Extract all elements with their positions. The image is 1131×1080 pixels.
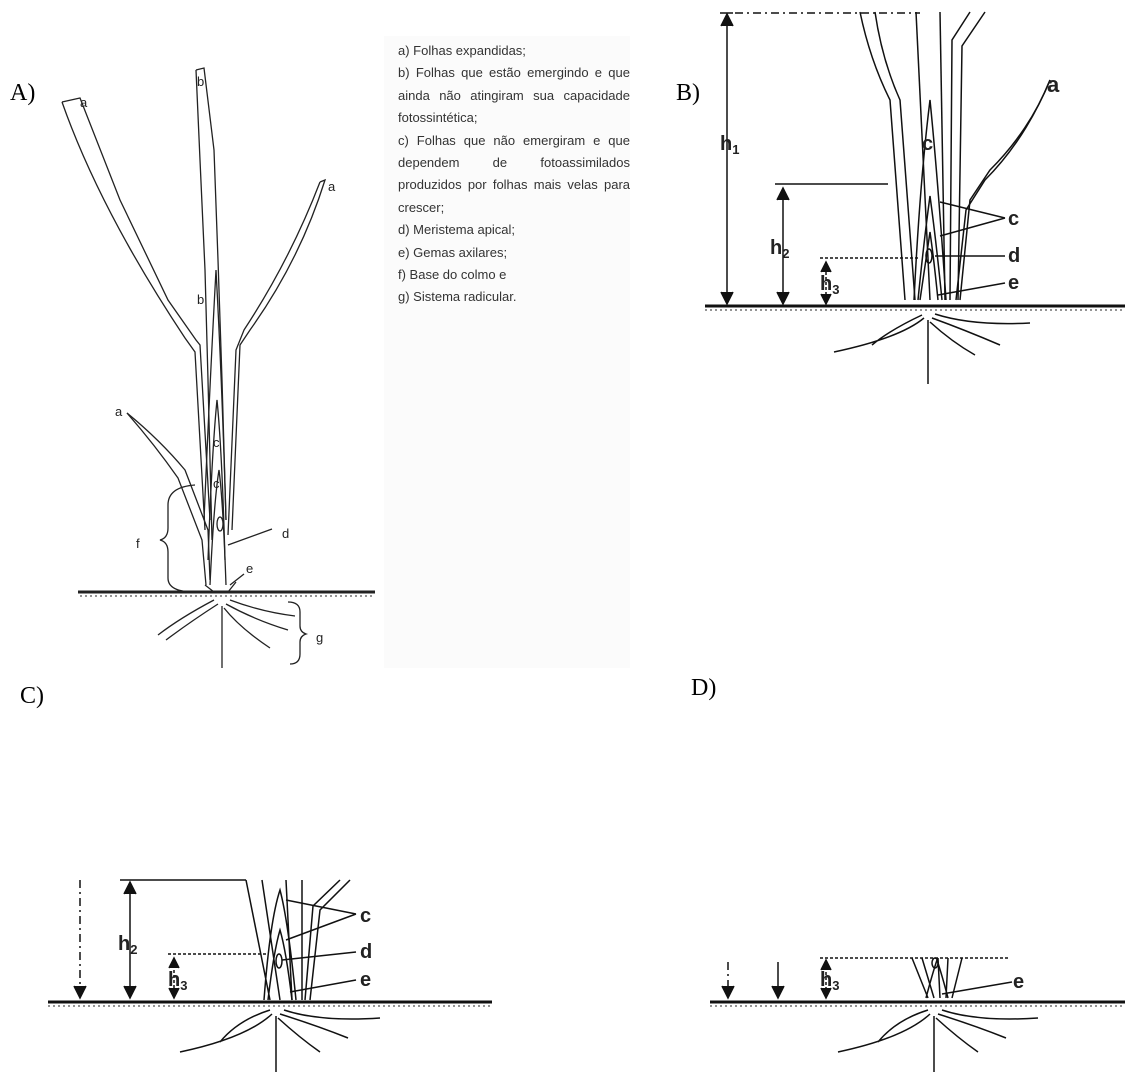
- legend: a) Folhas expandidas; b) Folhas que estã…: [398, 40, 630, 309]
- d-label-e: e: [1013, 971, 1024, 993]
- plant-label-b-1: b: [197, 74, 204, 89]
- legend-item-c: c) Folhas que não emergiram e que depend…: [398, 130, 630, 220]
- c-label-e: e: [360, 969, 371, 991]
- b-label-h1: h1: [720, 133, 739, 157]
- plant-label-f: f: [136, 536, 140, 551]
- defoliation-h1-diagram: a c c d e h1 h2 h3: [695, 0, 1131, 380]
- b-label-d: d: [1008, 245, 1020, 267]
- plant-label-e: e: [246, 561, 253, 576]
- brace-g: [288, 602, 306, 664]
- plant-label-b-2: b: [197, 292, 204, 307]
- plant-label-a-2: a: [328, 179, 336, 194]
- b-label-c-1: c: [922, 133, 933, 155]
- b-label-a: a: [1047, 72, 1060, 97]
- b-label-h3: h3: [820, 273, 839, 297]
- plant-label-g: g: [316, 630, 323, 645]
- d-label-h3: h3: [820, 969, 839, 993]
- legend-item-d: d) Meristema apical;: [398, 219, 630, 241]
- c-label-d: d: [360, 941, 372, 963]
- legend-item-f: f) Base do colmo e: [398, 264, 630, 286]
- defoliation-h2-diagram: c d e h2 h3: [40, 874, 500, 1074]
- plant-label-a-1: a: [80, 95, 88, 110]
- legend-item-g: g) Sistema radicular.: [398, 286, 630, 308]
- defoliation-h3-diagram: e h3: [705, 936, 1125, 1076]
- c-label-h2: h2: [118, 933, 137, 957]
- roots: [158, 600, 295, 668]
- c-label-c: c: [360, 905, 371, 927]
- legend-item-e: e) Gemas axilares;: [398, 242, 630, 264]
- panel-label-c: C): [20, 683, 44, 710]
- legend-item-b: b) Folhas que estão emergindo e que aind…: [398, 62, 630, 129]
- apical-meristem: [217, 517, 223, 531]
- grass-plant-diagram: a b a b a c c d e f g: [0, 60, 380, 680]
- plant-label-a-3: a: [115, 404, 123, 419]
- leaf-a-right: [232, 180, 325, 530]
- c-label-h3: h3: [168, 969, 187, 993]
- legend-item-a: a) Folhas expandidas;: [398, 40, 630, 62]
- brace-f: [160, 485, 195, 592]
- b-label-e: e: [1008, 272, 1019, 294]
- b-label-c-2: c: [1008, 208, 1019, 230]
- b-label-h2: h2: [770, 237, 789, 261]
- panel-label-d: D): [691, 675, 716, 702]
- plant-label-c-1: c: [213, 435, 220, 450]
- plant-label-c-2: c: [213, 476, 220, 491]
- plant-label-d: d: [282, 526, 289, 541]
- leaf-a-left-upper: [62, 98, 210, 520]
